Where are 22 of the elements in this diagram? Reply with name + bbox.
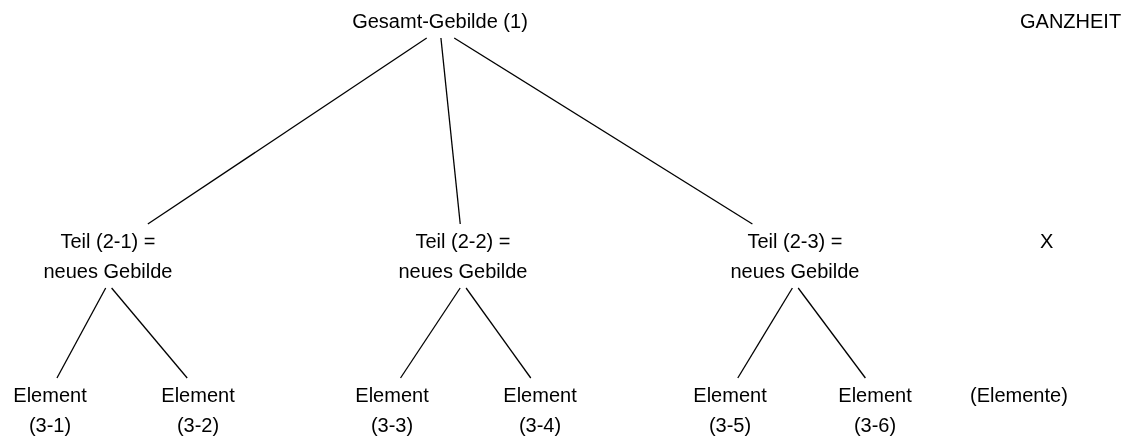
connector-line bbox=[737, 287, 794, 379]
node-label: Element (3-6) bbox=[830, 380, 920, 440]
connector-line bbox=[56, 287, 107, 379]
node-label: Gesamt-Gebilde (1) bbox=[330, 6, 550, 36]
connector-line bbox=[440, 37, 461, 225]
connector-line bbox=[110, 287, 188, 379]
node-label: Teil (2-2) = neues Gebilde bbox=[388, 226, 538, 286]
node-label: Element (3-3) bbox=[347, 380, 437, 440]
connector-line bbox=[453, 37, 754, 225]
connector-line bbox=[399, 287, 461, 379]
node-label: Element (3-1) bbox=[5, 380, 95, 440]
node-label: Element (3-4) bbox=[495, 380, 585, 440]
connector-line bbox=[147, 37, 428, 225]
node-label: Element (3-5) bbox=[685, 380, 775, 440]
node-label: Teil (2-3) = neues Gebilde bbox=[720, 226, 870, 286]
variable-label: X bbox=[1040, 229, 1054, 254]
level-label: (Elemente) bbox=[970, 383, 1068, 408]
level-label: GANZHEIT bbox=[1020, 9, 1122, 34]
connector-line bbox=[465, 287, 532, 379]
node-label: Teil (2-1) = neues Gebilde bbox=[33, 226, 183, 286]
node-label: Element (3-2) bbox=[153, 380, 243, 440]
connector-line bbox=[797, 287, 867, 379]
